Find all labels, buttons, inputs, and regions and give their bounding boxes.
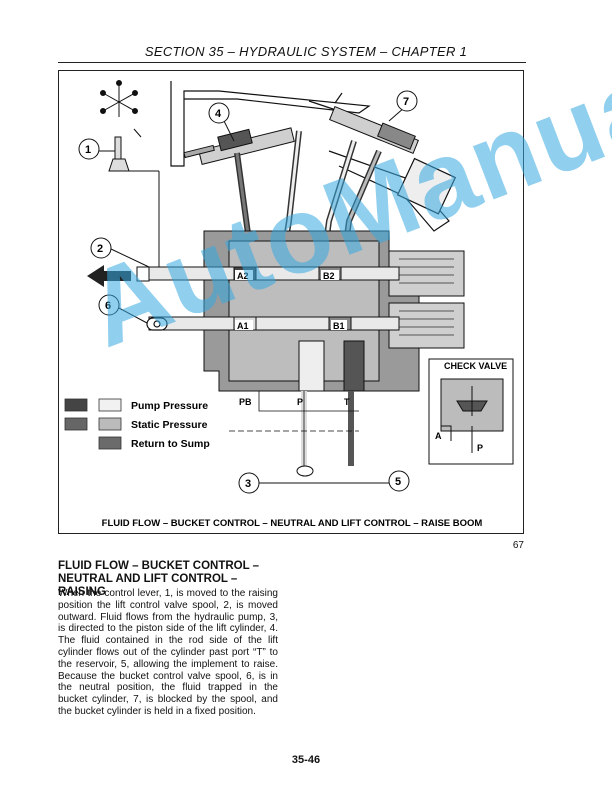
diagram-svg: Pump Pressure Static Pressure Return to … [64,80,514,529]
check-valve-port-a-label: A [435,431,442,441]
page-number: 35-46 [291,754,321,766]
check-valve-port-p-label: P [477,443,483,453]
check-valve-label: CHECK VALVE [444,361,507,371]
legend-pump-pressure: Pump Pressure [131,400,208,412]
lift-cylinder [183,127,295,166]
callout-4: 4 [215,108,222,120]
boom-linkage [170,81,457,232]
callout-5: 5 [395,476,401,488]
section-heading: FLUID FLOW – BUCKET CONTROL – NEUTRAL AN… [58,560,288,599]
port-b2-label: B2 [323,271,335,281]
port-p-label: P [297,397,303,407]
callout-7: 7 [403,96,409,108]
port-b1-label: B1 [333,321,345,331]
callout-3: 3 [245,478,251,490]
page-header: SECTION 35 – HYDRAULIC SYSTEM – CHAPTER … [144,44,468,59]
section-heading-line-2: NEUTRAL AND LIFT CONTROL – RAISING [58,573,238,598]
legend-static-pressure: Static Pressure [131,419,208,431]
section-heading-line-1: FLUID FLOW – BUCKET CONTROL – [58,560,260,572]
legend-return-to-sump: Return to Sump [131,438,210,450]
hydraulic-diagram: Pump Pressure Static Pressure Return to … [58,70,524,534]
joystick-pattern-icon [100,80,142,138]
port-pb-label: PB [239,397,252,407]
section-body: When the control lever, 1, is moved to t… [58,588,278,717]
pump-return-lines [229,391,389,484]
callout-2: 2 [97,243,103,255]
port-a2-label: A2 [237,271,249,281]
bucket-cylinder [329,106,419,154]
callouts [78,90,418,494]
port-labels: A2 B2 A1 B1 PB P T A P [235,270,483,453]
control-lever-icon [108,136,160,253]
figure-caption: FLUID FLOW – BUCKET CONTROL – NEUTRAL AN… [102,518,483,529]
figure-number: 67 [512,540,524,551]
header-rule [58,62,526,63]
port-t-label: T [344,397,350,407]
spool-direction-arrow-icon [87,265,131,287]
check-valve-inset [428,358,514,465]
port-a1-label: A1 [237,321,249,331]
control-valve-body [142,230,465,392]
callout-6: 6 [105,300,111,312]
callout-1: 1 [85,144,91,156]
bucket-spool-eye [146,317,168,331]
legend-swatches [64,398,122,450]
